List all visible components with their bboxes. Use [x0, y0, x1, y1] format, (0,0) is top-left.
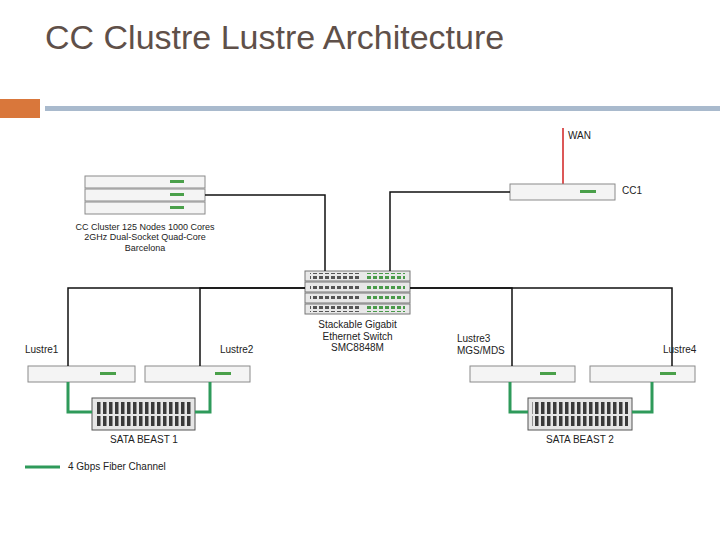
device-label: Lustre2: [220, 344, 280, 356]
device-label: Lustre1: [25, 344, 85, 356]
server-node: CC1: [510, 184, 615, 200]
fiber-line: [68, 382, 92, 412]
header-accent: [0, 99, 40, 118]
fiber-link: [68, 382, 92, 412]
ethernet-link: [390, 192, 510, 271]
device-label: Stackable Gigabit Ethernet Switch SMC884…: [300, 319, 415, 354]
wan-line: [562, 128, 564, 184]
device-label: Lustre3 MGS/MDS: [457, 333, 512, 356]
fiber-line: [195, 382, 210, 412]
slide-title: CC Clustre Lustre Architecture: [45, 18, 504, 57]
fiber-link: [632, 382, 652, 412]
storage-node: SATA BEAST 1: [92, 398, 195, 430]
switch-node: Stackable Gigabit Ethernet Switch SMC884…: [305, 271, 410, 314]
server-unit: [145, 366, 250, 382]
ethernet-line: [410, 288, 672, 366]
legend-line-sample: [25, 466, 60, 469]
header-rule: [45, 106, 720, 111]
ethernet-line: [410, 288, 512, 366]
device-label: CC Cluster 125 Nodes 1000 Cores 2GHz Dua…: [70, 222, 220, 253]
device-label: Lustre4: [663, 344, 713, 356]
server-node: Lustre3 MGS/MDS: [470, 366, 575, 382]
fiber-link: [510, 382, 528, 412]
storage-array: [92, 398, 195, 430]
switch-stack: [305, 271, 410, 314]
cluster-node: CC Cluster 125 Nodes 1000 Cores 2GHz Dua…: [85, 176, 205, 214]
server-unit: [510, 184, 615, 200]
storage-array: [528, 398, 632, 430]
device-label: SATA BEAST 2: [510, 434, 650, 446]
ethernet-line: [68, 288, 305, 366]
server-node: Lustre2: [145, 366, 250, 382]
storage-node: SATA BEAST 2: [528, 398, 632, 430]
ethernet-link: [205, 195, 325, 271]
ethernet-line: [205, 195, 325, 271]
ethernet-link: [410, 288, 512, 366]
network-label: WAN: [568, 130, 591, 141]
server-unit: [28, 366, 135, 382]
ethernet-line: [390, 192, 510, 271]
ethernet-link: [410, 288, 672, 366]
ethernet-link: [68, 288, 305, 366]
fiber-line: [632, 382, 652, 412]
device-label: CC1: [622, 185, 662, 197]
server-unit: [470, 366, 575, 382]
ethernet-link: [200, 288, 305, 366]
server-node: Lustre1: [28, 366, 135, 382]
fiber-link: [195, 382, 210, 412]
cluster-servers: [85, 176, 205, 214]
device-label: SATA BEAST 1: [74, 434, 214, 446]
server-unit: [590, 366, 695, 382]
server-node: Lustre4: [590, 366, 695, 382]
legend-text: 4 Gbps Fiber Channel: [68, 461, 166, 472]
fiber-line: [510, 382, 528, 412]
ethernet-line: [200, 288, 305, 366]
